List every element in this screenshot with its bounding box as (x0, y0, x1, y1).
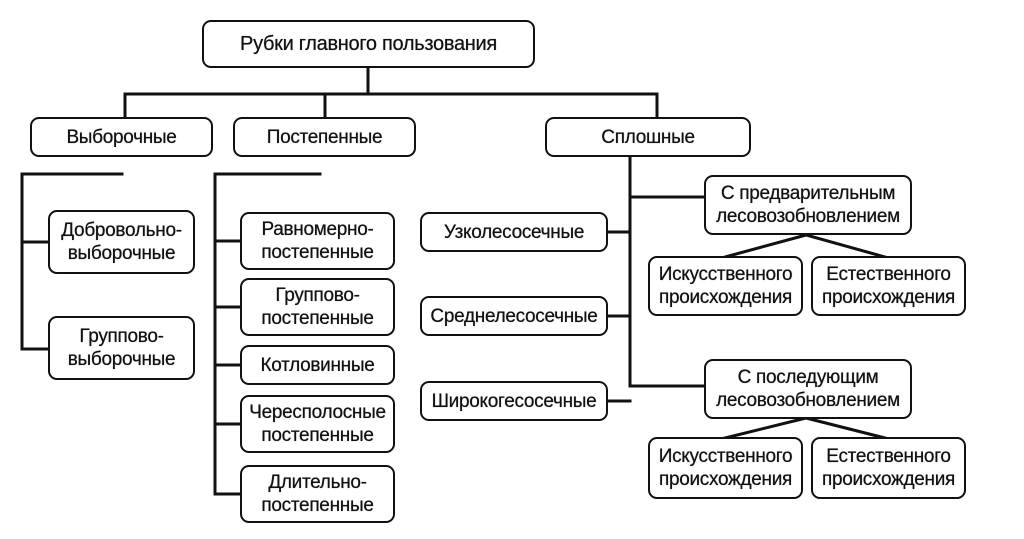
preliminary-label: С предварительным лесовозобновлением (716, 183, 900, 227)
preliminary-natural-box: Естественного происхождения (811, 256, 966, 316)
gradual-item-2: Группово- постепенные (240, 278, 395, 336)
clear-label: Сплошные (601, 126, 695, 148)
selective-item-1: Добровольно- выборочные (48, 210, 195, 274)
subsequent-natural-box: Естественного происхождения (811, 437, 966, 499)
preliminary-natural-label: Естественного происхождения (821, 264, 956, 308)
subsequent-artificial-label: Искусственного происхождения (658, 446, 793, 490)
gradual-item-5: Длительно- постепенные (240, 465, 395, 523)
subsequent-label: С последующим лесовозобновлением (716, 367, 900, 411)
clear-item-2: Среднелесосечные (420, 296, 608, 336)
gradual-label: Постепенные (266, 126, 383, 148)
subsequent-natural-label: Естественного происхождения (821, 446, 956, 490)
selective-item-2-label: Группово- выборочные (67, 326, 176, 370)
gradual-box: Постепенные (233, 117, 416, 157)
selective-item-1-label: Добровольно- выборочные (61, 220, 182, 264)
clear-item-3-label: Широкогесосечные (431, 390, 597, 412)
gradual-item-2-label: Группово- постепенные (261, 285, 374, 329)
gradual-item-1-label: Равномерно- постепенные (261, 219, 374, 263)
root-label: Рубки главного пользования (240, 32, 497, 55)
gradual-item-4-label: Чересполосные постепенные (249, 402, 386, 446)
gradual-item-1: Равномерно- постепенные (240, 212, 395, 270)
clear-box: Сплошные (545, 117, 751, 157)
subsequent-artificial-box: Искусственного происхождения (648, 437, 803, 499)
gradual-item-3: Котловинные (240, 345, 395, 385)
clear-item-1-label: Узколесосечные (443, 221, 585, 243)
preliminary-artificial-label: Искусственного происхождения (658, 264, 793, 308)
clear-item-1: Узколесосечные (420, 212, 608, 252)
selective-item-2: Группово- выборочные (48, 316, 195, 380)
selective-box: Выборочные (30, 117, 213, 157)
subsequent-box: С последующим лесовозобновлением (704, 359, 912, 419)
gradual-item-5-label: Длительно- постепенные (261, 472, 374, 516)
clear-item-2-label: Среднелесосечные (430, 305, 598, 327)
gradual-item-4: Чересполосные постепенные (240, 395, 395, 453)
root-box: Рубки главного пользования (202, 20, 535, 68)
clear-item-3: Широкогесосечные (420, 381, 608, 421)
preliminary-box: С предварительным лесовозобновлением (704, 175, 912, 235)
selective-label: Выборочные (66, 126, 177, 148)
preliminary-artificial-box: Искусственного происхождения (648, 256, 803, 316)
gradual-item-3-label: Котловинные (260, 354, 375, 376)
